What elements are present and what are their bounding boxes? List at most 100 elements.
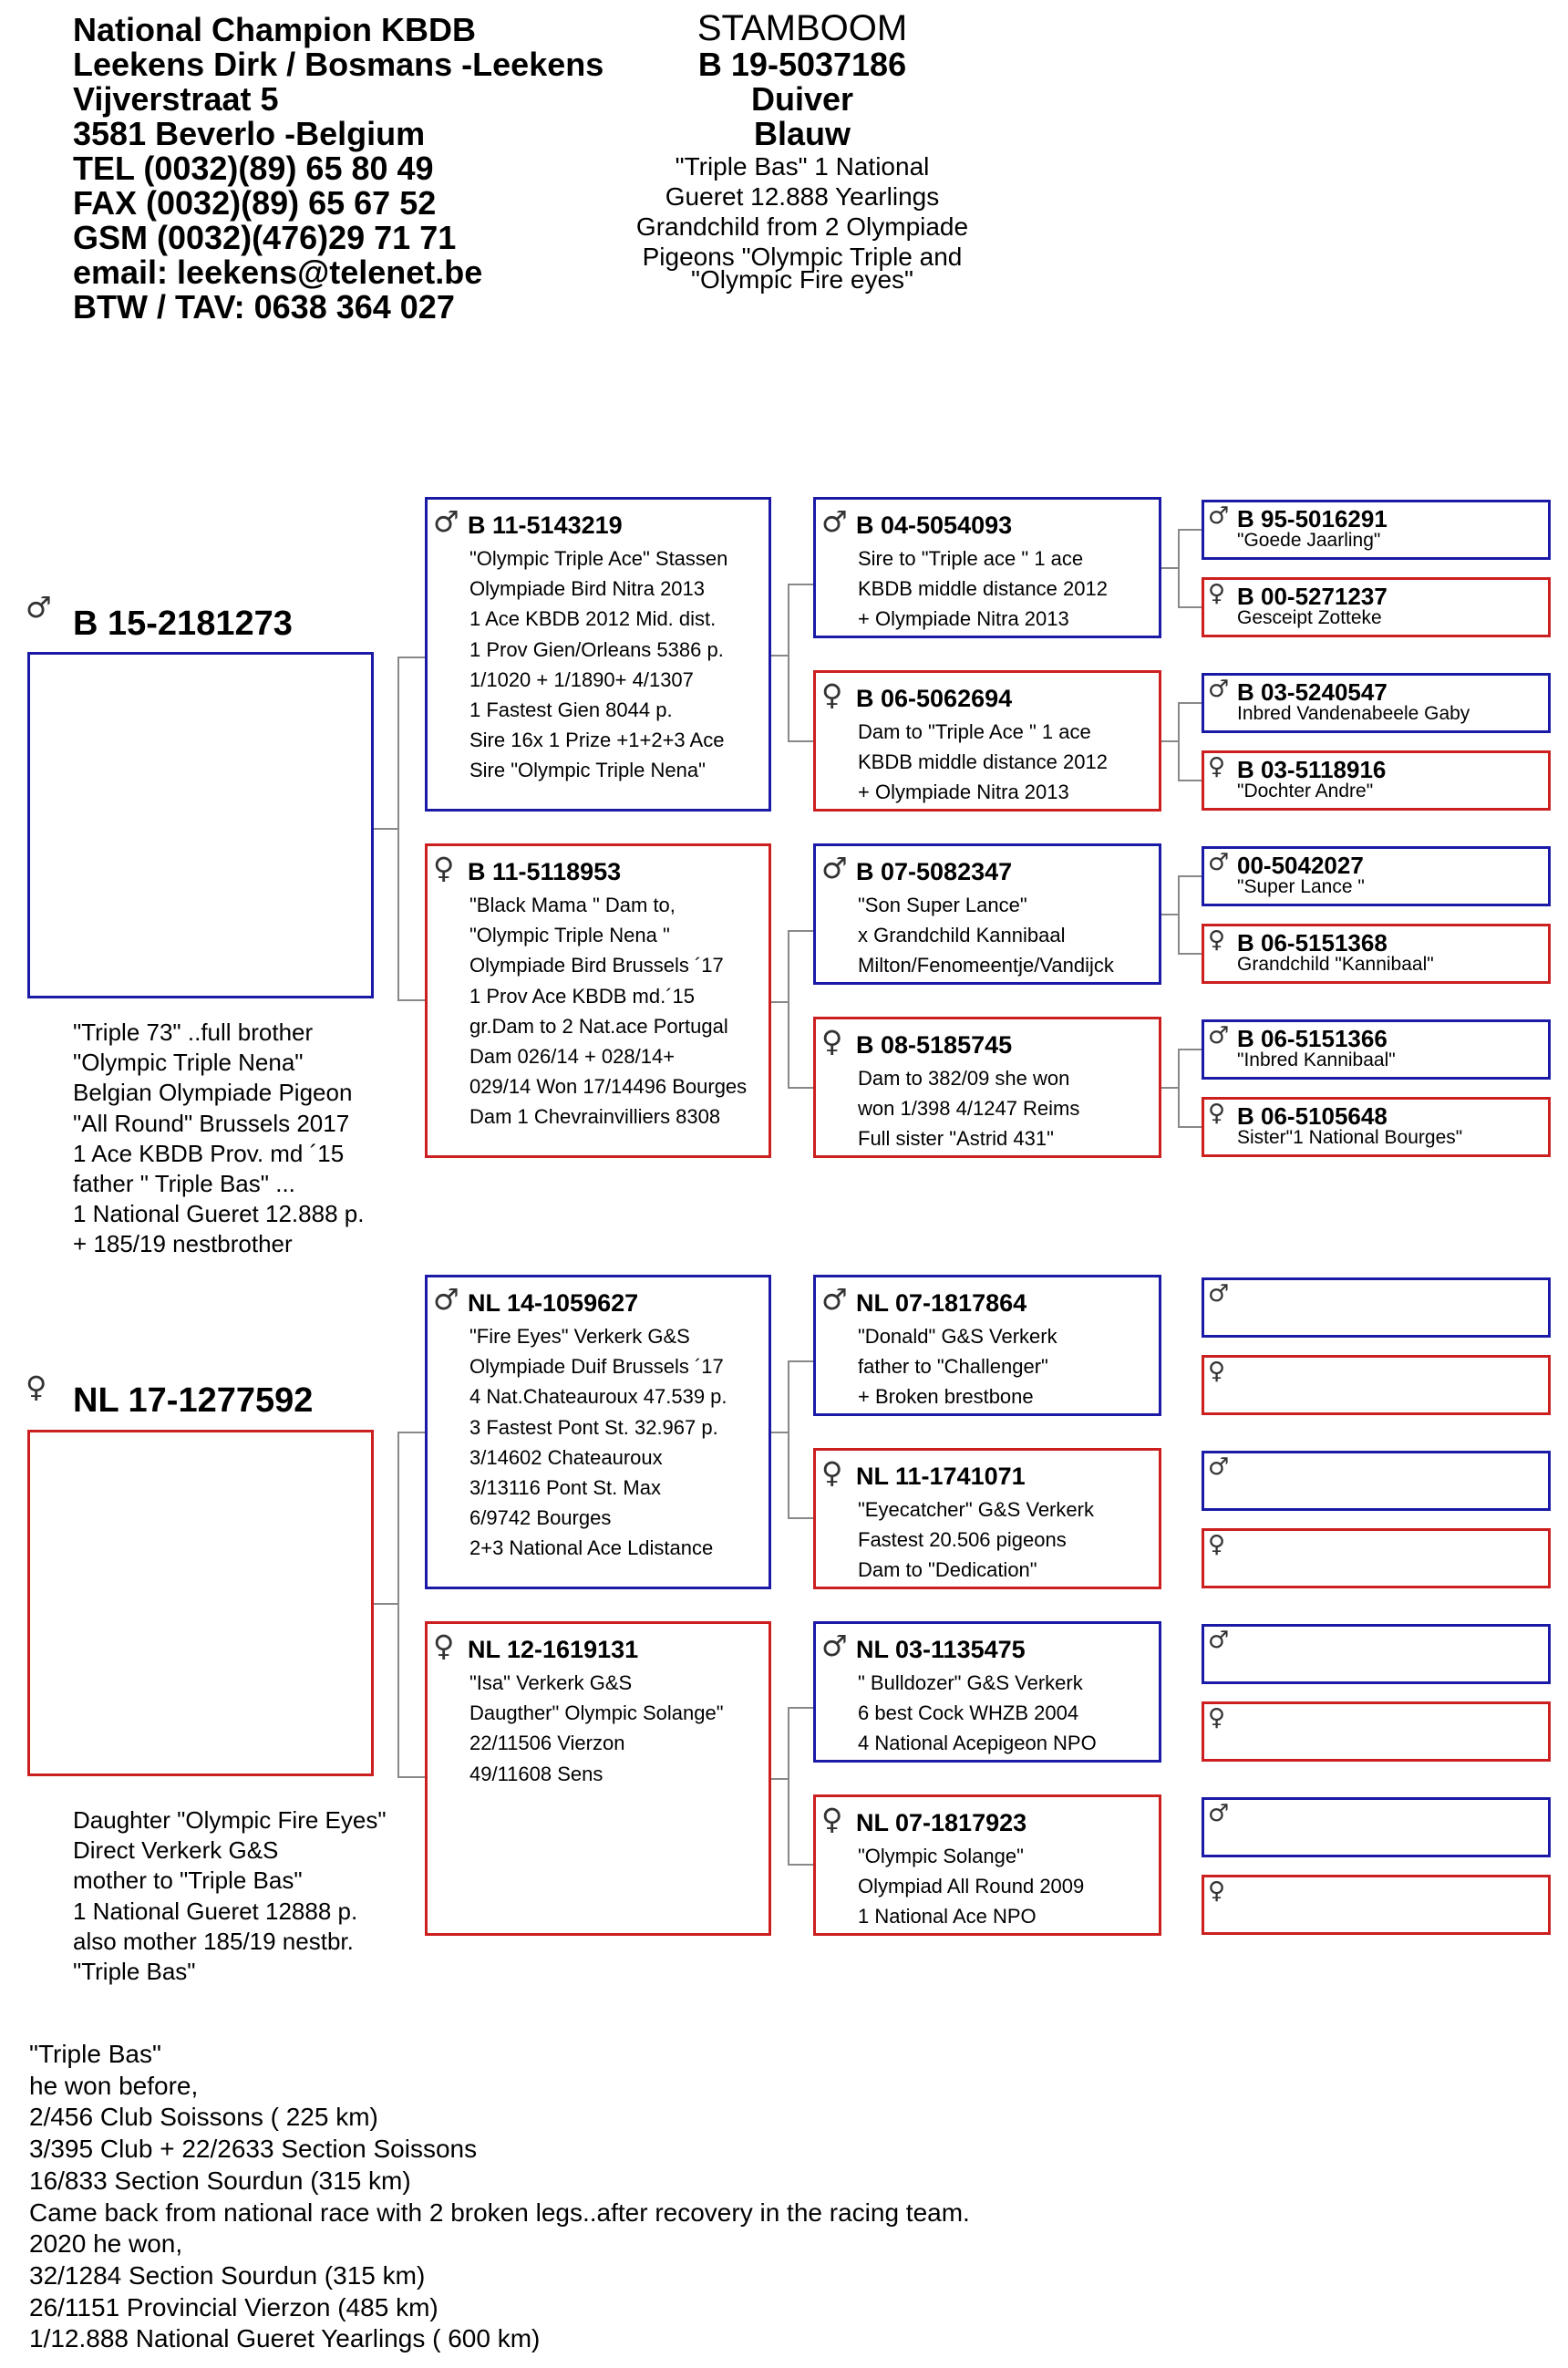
desc-line: 6/9742 Bourges [469, 1506, 612, 1530]
pedigree-box-gen4-empty: ♀ [1202, 1701, 1551, 1762]
ring-number: B 11-5118953 [468, 858, 622, 885]
subject-desc-line: "Triple Bas" 1 National [675, 152, 930, 181]
connector-line [1178, 780, 1202, 781]
connector-line [788, 930, 789, 1087]
connector-line [1161, 567, 1178, 569]
female-symbol-icon: ♀ [821, 1802, 843, 1836]
box-description: " Bulldozer" G&S Verkerk 6 best Cock WHZ… [858, 1668, 1097, 1759]
owner-line: National Champion KBDB [73, 11, 477, 48]
box-description: "Goede Jaarling" [1237, 530, 1381, 551]
connector-line [771, 1001, 788, 1003]
connector-line [788, 1360, 789, 1517]
desc-line: 49/11608 Sens [469, 1762, 603, 1785]
male-symbol-icon: ♂ [821, 1629, 848, 1663]
ring-number: NL 07-1817923 [856, 1809, 1027, 1836]
male-symbol-icon: ♂ [1208, 1280, 1230, 1308]
pedigree-box-gen4: ♀ B 00-5271237 Gesceipt Zotteke [1202, 577, 1551, 637]
subject-ring: B 19-5037186 [697, 46, 907, 83]
sire-desc-line: "All Round" Brussels 2017 [73, 1109, 350, 1137]
desc-line: Olympiade Bird Brussels ´17 [469, 954, 724, 977]
ring-number: NL 14-1059627 [468, 1289, 639, 1317]
female-symbol-icon: ♀ [433, 851, 455, 885]
female-symbol-icon: ♀ [1208, 1531, 1226, 1558]
male-symbol-icon: ♂ [1208, 676, 1230, 703]
desc-line: + Broken brestbone [858, 1385, 1034, 1409]
pedigree-box-gen3: ♀ B 06-5062694 Dam to "Triple Ace " 1 ac… [813, 670, 1161, 812]
male-symbol-icon: ♂ [1208, 1453, 1230, 1481]
desc-line: Dam 1 Chevrainvilliers 8308 [469, 1105, 721, 1129]
subject-desc-line: "Olympic Fire eyes" [691, 265, 913, 294]
box-description: "Olympic Triple Ace" Stassen Olympiade B… [469, 543, 727, 786]
pedigree-box-gen4-empty: ♂ [1202, 1797, 1551, 1857]
desc-line: + Olympiade Nitra 2013 [858, 607, 1069, 631]
connector-line [1161, 914, 1178, 915]
sire-desc-line: 1 National Gueret 12.888 p. [73, 1200, 365, 1228]
desc-line: 22/11506 Vierzon [469, 1732, 625, 1755]
owner-line: BTW / TAV: 0638 364 027 [73, 288, 455, 326]
pedigree-box-gen4: ♀ B 06-5151368 Grandchild "Kannibaal" [1202, 924, 1551, 984]
male-symbol-icon: ♂ [821, 504, 848, 539]
pedigree-box-dam-dam: ♀ NL 12-1619131 "Isa" Verkerk G&S Daugth… [425, 1621, 771, 1936]
male-symbol-icon: ♂ [1208, 502, 1230, 530]
ring-number: B 03-5118916 [1237, 756, 1387, 783]
result-line: 32/1284 Section Sourdun (315 km) [29, 2260, 426, 2290]
box-description: Inbred Vandenabeele Gaby [1237, 703, 1470, 724]
ring-number: NL 07-1817864 [856, 1289, 1027, 1317]
box-description: "Eyecatcher" G&S Verkerk Fastest 20.506 … [858, 1494, 1094, 1586]
pedigree-box-gen4: ♀ B 03-5118916 "Dochter Andre" [1202, 750, 1551, 811]
desc-line: Sire 16x 1 Prize +1+2+3 Ace [469, 729, 725, 752]
female-symbol-icon: ♀ [1208, 753, 1226, 781]
desc-line: Milton/Fenomeentje/Vandijck [858, 954, 1114, 977]
desc-line: Dam to "Dedication" [858, 1558, 1037, 1582]
connector-line [397, 1432, 425, 1433]
connector-line [788, 1517, 813, 1519]
desc-line: 1/1020 + 1/1890+ 4/1307 [469, 667, 694, 691]
male-symbol-icon: ♂ [1208, 849, 1230, 876]
male-symbol-icon: ♂ [1208, 1800, 1230, 1827]
desc-line: "Olympic Triple Nena " [469, 924, 670, 947]
desc-line: 4 Nat.Chateauroux 47.539 p. [469, 1385, 727, 1409]
dam-desc-line: Direct Verkerk G&S [73, 1836, 279, 1865]
desc-line: Dam to "Triple Ace " 1 ace [858, 720, 1091, 743]
desc-line: + Olympiade Nitra 2013 [858, 781, 1069, 804]
desc-line: 4 National Acepigeon NPO [858, 1732, 1097, 1755]
female-symbol-icon: ♀ [433, 1629, 455, 1663]
desc-line: " Bulldozer" G&S Verkerk [858, 1671, 1083, 1694]
connector-line [788, 740, 813, 742]
box-description: "Olympic Solange" Olympiad All Round 200… [858, 1841, 1084, 1932]
connector-line [788, 1707, 789, 1864]
dam-description: Daughter "Olympic Fire Eyes" Direct Verk… [73, 1805, 387, 1987]
connector-line [1178, 953, 1202, 955]
box-description: "Donald" G&S Verkerk father to "Challeng… [858, 1321, 1057, 1412]
owner-line: 3581 Beverlo -Belgium [73, 115, 426, 152]
connector-line [771, 1778, 788, 1780]
pedigree-box-gen4-empty: ♀ [1202, 1355, 1551, 1415]
ring-number: NL 03-1135475 [856, 1636, 1026, 1663]
sire-desc-line: "Olympic Triple Nena" [73, 1049, 304, 1077]
connector-line [1178, 606, 1202, 608]
pedigree-box-gen3: ♂ B 04-5054093 Sire to "Triple ace " 1 a… [813, 497, 1161, 638]
connector-line [1178, 875, 1202, 877]
pedigree-box-gen4-empty: ♂ [1202, 1624, 1551, 1684]
desc-line: KBDB middle distance 2012 [858, 750, 1108, 774]
connector-line [771, 1432, 788, 1433]
result-line: 2/456 Club Soissons ( 225 km) [29, 2103, 378, 2132]
racing-results: "Triple Bas" he won before, 2/456 Club S… [29, 2039, 970, 2355]
result-line: he won before, [29, 2071, 199, 2100]
desc-line: 1 Prov Gien/Orleans 5386 p. [469, 637, 724, 661]
pedigree-box-gen3: ♂ NL 03-1135475 " Bulldozer" G&S Verkerk… [813, 1621, 1161, 1763]
box-description: "Super Lance " [1237, 876, 1365, 897]
box-description: Gesceipt Zotteke [1237, 607, 1382, 628]
ring-number: B 04-5054093 [856, 512, 1013, 539]
desc-line: won 1/398 4/1247 Reims [858, 1097, 1080, 1121]
connector-line [1178, 529, 1202, 531]
ring-number: B 03-5240547 [1237, 678, 1387, 706]
pedigree-box-gen4-empty: ♂ [1202, 1451, 1551, 1511]
connector-line [397, 999, 425, 1001]
connector-line [1178, 529, 1180, 606]
connector-line [771, 655, 788, 657]
desc-line: Olympiade Duif Brussels ´17 [469, 1355, 724, 1379]
desc-line: Sire "Olympic Triple Nena" [469, 759, 706, 782]
result-line: 26/1151 Provincial Vierzon (485 km) [29, 2292, 438, 2321]
male-symbol-icon: ♂ [1208, 1022, 1230, 1050]
